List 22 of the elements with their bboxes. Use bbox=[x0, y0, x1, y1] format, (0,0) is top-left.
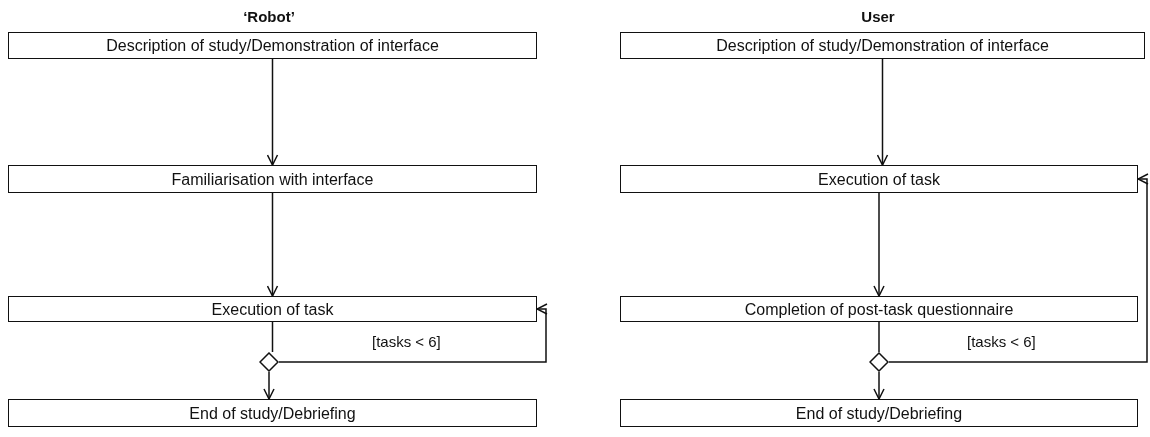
column-heading: ‘Robot’ bbox=[243, 8, 295, 26]
process-box: End of study/Debriefing bbox=[8, 399, 537, 427]
column-heading: User bbox=[861, 8, 895, 26]
process-box: Execution of task bbox=[8, 296, 537, 322]
arrow bbox=[873, 371, 885, 400]
edge-label: [tasks < 6] bbox=[370, 333, 443, 351]
process-box: Description of study/Demonstration of interface bbox=[8, 32, 537, 59]
arrow bbox=[266, 192, 279, 297]
decision-diamond bbox=[869, 352, 889, 372]
edge-label: [tasks < 6] bbox=[965, 333, 1038, 351]
arrow bbox=[263, 371, 275, 400]
process-box: Completion of post-task questionnaire bbox=[620, 296, 1138, 322]
process-box: Execution of task bbox=[620, 165, 1138, 193]
process-box: Familiarisation with interface bbox=[8, 165, 537, 193]
arrow bbox=[876, 58, 889, 166]
arrow bbox=[873, 192, 885, 297]
arrow bbox=[888, 173, 1149, 363]
process-box: End of study/Debriefing bbox=[620, 399, 1138, 427]
process-box: Description of study/Demonstration of interface bbox=[620, 32, 1145, 59]
arrow bbox=[278, 303, 548, 363]
decision-diamond bbox=[259, 352, 279, 372]
arrow bbox=[266, 58, 279, 166]
